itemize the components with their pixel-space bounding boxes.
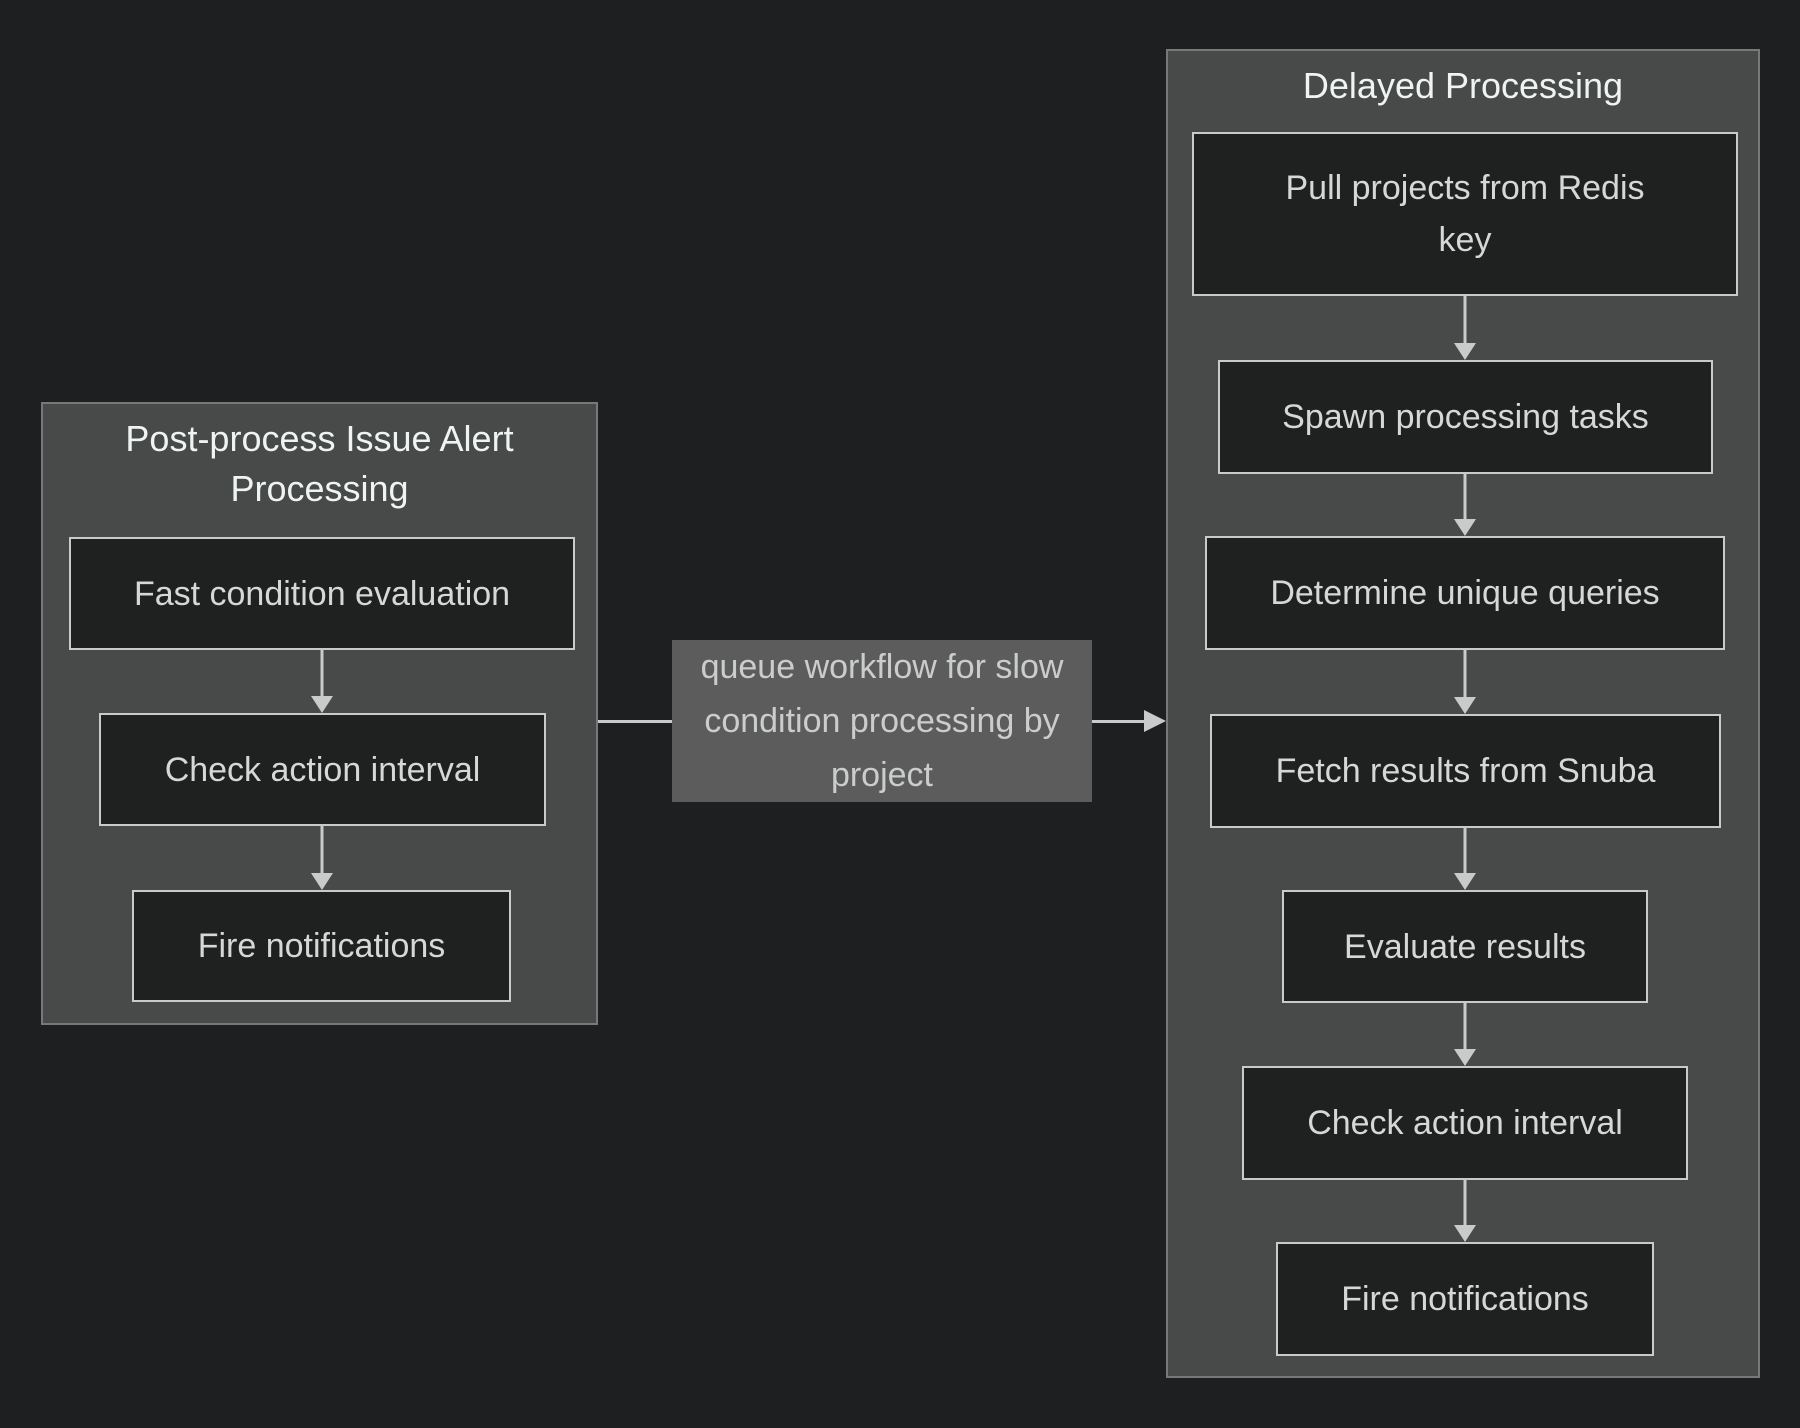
node-label: Pull projects from Redis key	[1285, 169, 1645, 259]
arrow-determine-to-fetch	[1454, 650, 1476, 714]
node-fast-condition-evaluation: Fast condition evaluation	[69, 537, 575, 650]
node-fire-notifications-delayed: Fire notifications	[1276, 1242, 1654, 1356]
edge-line	[1463, 650, 1467, 699]
arrowhead-down-icon	[1454, 873, 1476, 890]
cluster-post-process-issue-alert: Post-process Issue Alert Processing Fast…	[41, 402, 598, 1025]
arrowhead-down-icon	[1454, 343, 1476, 360]
node-label: Spawn processing tasks	[1282, 398, 1649, 436]
arrowhead-down-icon	[1454, 1225, 1476, 1242]
node-fire-notifications: Fire notifications	[132, 890, 511, 1002]
edge-line	[1463, 1180, 1467, 1227]
node-determine-unique-queries: Determine unique queries	[1205, 536, 1725, 650]
cluster-delayed-processing: Delayed Processing Pull projects from Re…	[1166, 49, 1760, 1378]
arrowhead-down-icon	[311, 696, 333, 713]
node-fetch-results-from-snuba: Fetch results from Snuba	[1210, 714, 1721, 828]
arrowhead-right-icon	[1144, 710, 1166, 732]
node-label: Determine unique queries	[1270, 574, 1660, 612]
edge-label-text: queue workflow for slow condition proces…	[700, 648, 1064, 794]
arrowhead-down-icon	[311, 873, 333, 890]
edge-queue-workflow-line-right	[1092, 720, 1144, 723]
node-label: Check action interval	[164, 750, 481, 789]
node-pull-projects-from-redis-key: Pull projects from Redis key	[1192, 132, 1738, 296]
edge-label-queue-workflow: queue workflow for slow condition proces…	[672, 640, 1092, 802]
edge-line	[1463, 828, 1467, 875]
node-check-action-interval: Check action interval	[99, 713, 546, 826]
edge-line	[1463, 296, 1467, 345]
edge-queue-workflow-line-left	[598, 720, 672, 723]
arrow-check-to-fire	[311, 826, 333, 890]
node-check-action-interval-delayed: Check action interval	[1242, 1066, 1688, 1180]
arrow-evaluate-to-check	[1454, 1003, 1476, 1066]
cluster-title: Delayed Processing	[1302, 65, 1624, 106]
arrowhead-down-icon	[1454, 697, 1476, 714]
arrow-fetch-to-evaluate	[1454, 828, 1476, 890]
arrow-check-to-fire-delayed	[1454, 1180, 1476, 1242]
node-label: Fetch results from Snuba	[1275, 752, 1656, 790]
node-spawn-processing-tasks: Spawn processing tasks	[1218, 360, 1713, 474]
arrow-pull-to-spawn	[1454, 296, 1476, 360]
edge-line	[320, 650, 324, 698]
node-label: Fire notifications	[1341, 1280, 1589, 1318]
node-label: Fire notifications	[197, 927, 446, 965]
edge-line	[320, 826, 324, 875]
edge-line	[1463, 1003, 1467, 1051]
node-label: Check action interval	[1307, 1104, 1623, 1142]
arrow-fast-to-check	[311, 650, 333, 713]
node-label: Evaluate results	[1344, 927, 1586, 966]
edge-line	[1463, 474, 1467, 521]
arrow-spawn-to-determine	[1454, 474, 1476, 536]
node-label: Fast condition evaluation	[133, 574, 511, 613]
arrowhead-down-icon	[1454, 1049, 1476, 1066]
node-evaluate-results: Evaluate results	[1282, 890, 1648, 1003]
arrowhead-down-icon	[1454, 519, 1476, 536]
cluster-title: Post-process Issue Alert Processing	[125, 418, 514, 509]
